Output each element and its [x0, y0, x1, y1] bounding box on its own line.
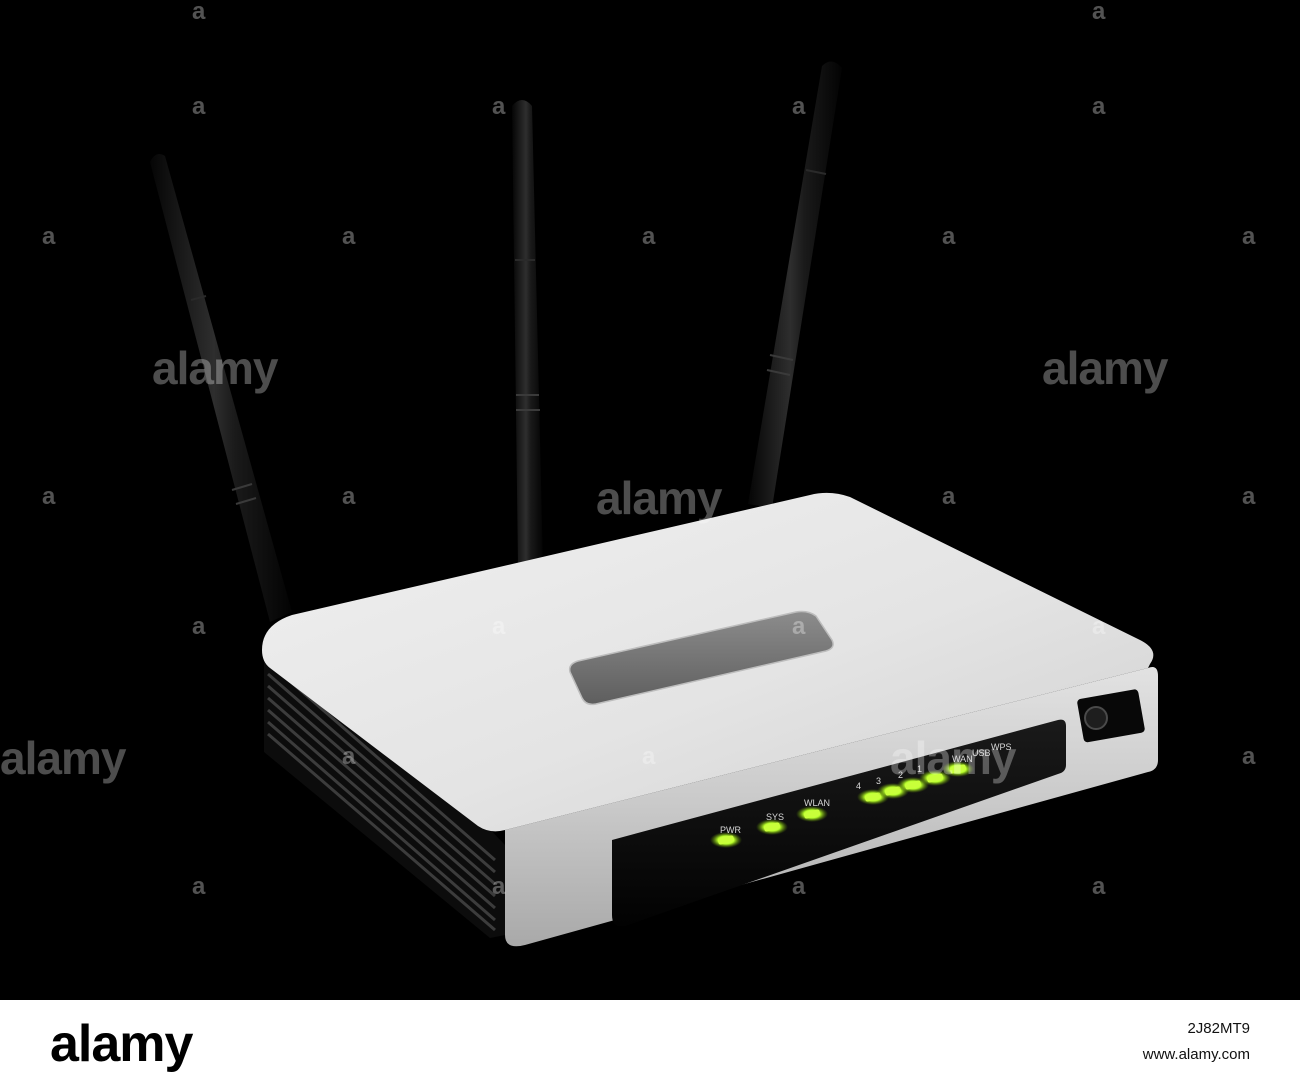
port1-led	[926, 773, 944, 783]
port4-label: 4	[856, 781, 861, 791]
watermark-mark: a	[492, 873, 506, 900]
antenna-right	[748, 61, 842, 509]
watermark-mark: a	[192, 873, 206, 900]
sys-label: SYS	[766, 812, 784, 822]
watermark-mark: a	[1242, 223, 1256, 250]
port4-led	[864, 792, 882, 802]
watermark-mark: a	[492, 93, 506, 120]
router-top-badge	[568, 610, 834, 706]
watermark-logo: alamy	[890, 732, 1016, 784]
footer-logo: alamy	[50, 1015, 193, 1073]
stock-footer: alamy 2J82MT9 www.alamy.com	[0, 1000, 1300, 1089]
watermark-mark: a	[342, 483, 356, 510]
watermark-mark: a	[642, 223, 656, 250]
watermark-logo: alamy	[596, 472, 722, 524]
usb-label: USB	[972, 748, 991, 758]
watermark-logo: alamy	[0, 732, 126, 784]
antenna-center	[512, 100, 543, 565]
port3-label: 3	[876, 776, 881, 786]
watermark-mark: a	[192, 93, 206, 120]
watermark-mark: a	[192, 613, 206, 640]
watermark-mark: a	[942, 223, 956, 250]
footer-url: www.alamy.com	[1142, 1046, 1250, 1063]
sys-led	[763, 822, 781, 832]
watermark-mark: a	[792, 873, 806, 900]
watermark-logo: alamy	[1042, 342, 1168, 394]
pwr-label: PWR	[720, 825, 741, 835]
port2-label: 2	[898, 770, 903, 780]
wan-led	[949, 764, 967, 774]
watermark-mark: a	[942, 483, 956, 510]
watermark-mark: a	[342, 223, 356, 250]
watermark-mark: a	[1092, 873, 1106, 900]
wlan-label: WLAN	[804, 798, 830, 808]
wlan-led	[803, 809, 821, 819]
image-id: 2J82MT9	[1187, 1020, 1250, 1037]
watermark-mark: a	[342, 743, 356, 770]
port2-led	[904, 780, 922, 790]
port3-led	[884, 786, 902, 796]
watermark-mark: a	[42, 483, 56, 510]
watermark-logo: alamy	[152, 342, 278, 394]
power-button-icon	[1084, 706, 1108, 730]
port1-label: 1	[917, 764, 922, 774]
watermark-mark: a	[1092, 613, 1106, 640]
pwr-led	[717, 835, 735, 845]
wps-label: WPS	[991, 742, 1012, 752]
antenna-left	[150, 154, 292, 622]
watermark-mark: a	[642, 743, 656, 770]
watermark-mark: a	[1242, 483, 1256, 510]
watermark-mark: a	[1092, 93, 1106, 120]
watermark-mark: a	[492, 613, 506, 640]
watermark-mark: a	[192, 0, 206, 25]
watermark-mark: a	[42, 223, 56, 250]
led-indicators	[710, 761, 974, 848]
watermark-mark: a	[1242, 743, 1256, 770]
watermark-mark: a	[1092, 0, 1106, 25]
watermark-mark: a	[792, 93, 806, 120]
wan-label: WAN	[952, 754, 973, 764]
watermark-mark: a	[792, 613, 806, 640]
